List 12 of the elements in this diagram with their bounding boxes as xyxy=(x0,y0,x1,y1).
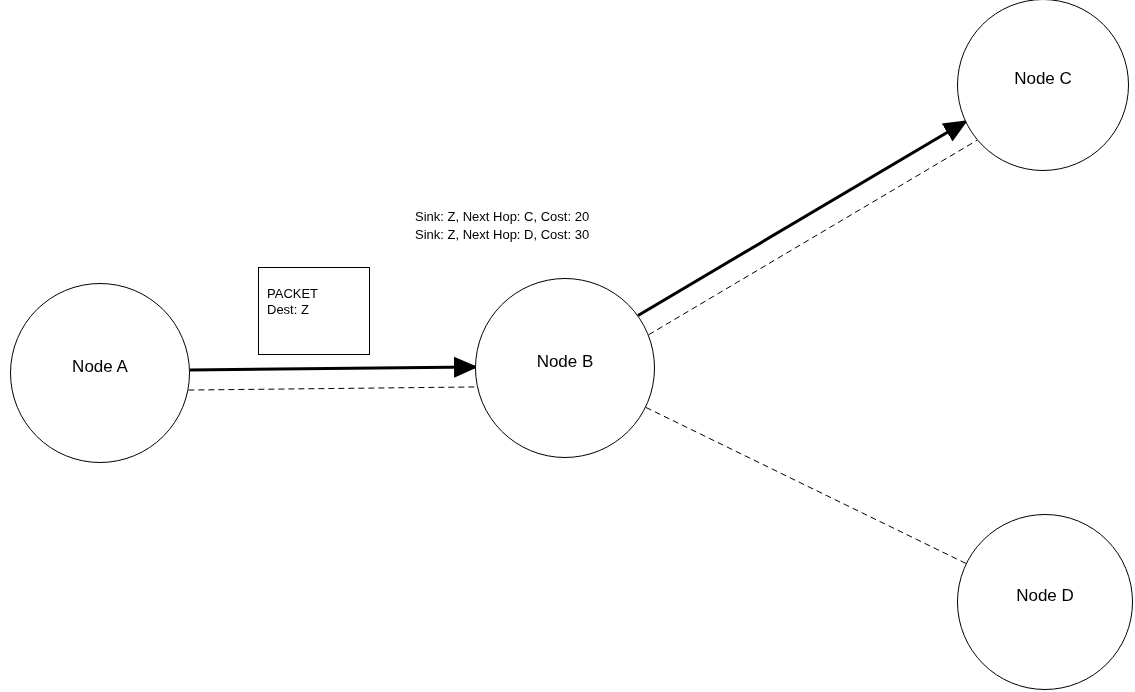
routing-entry: Sink: Z, Next Hop: C, Cost: 20 xyxy=(415,208,590,226)
node-label: Node A xyxy=(72,356,128,378)
node-label: Node B xyxy=(536,351,594,373)
dashed-line xyxy=(648,139,978,336)
packet-text: Dest: Z xyxy=(267,302,309,318)
packet-box xyxy=(258,267,370,355)
routing-entry: Sink: Z, Next Hop: D, Cost: 30 xyxy=(415,226,590,244)
dashed-line xyxy=(645,406,967,564)
arrow xyxy=(637,120,968,317)
node-label: Node D xyxy=(1016,585,1074,607)
node-label: Node C xyxy=(1014,68,1072,90)
packet-title: PACKET xyxy=(267,286,319,302)
